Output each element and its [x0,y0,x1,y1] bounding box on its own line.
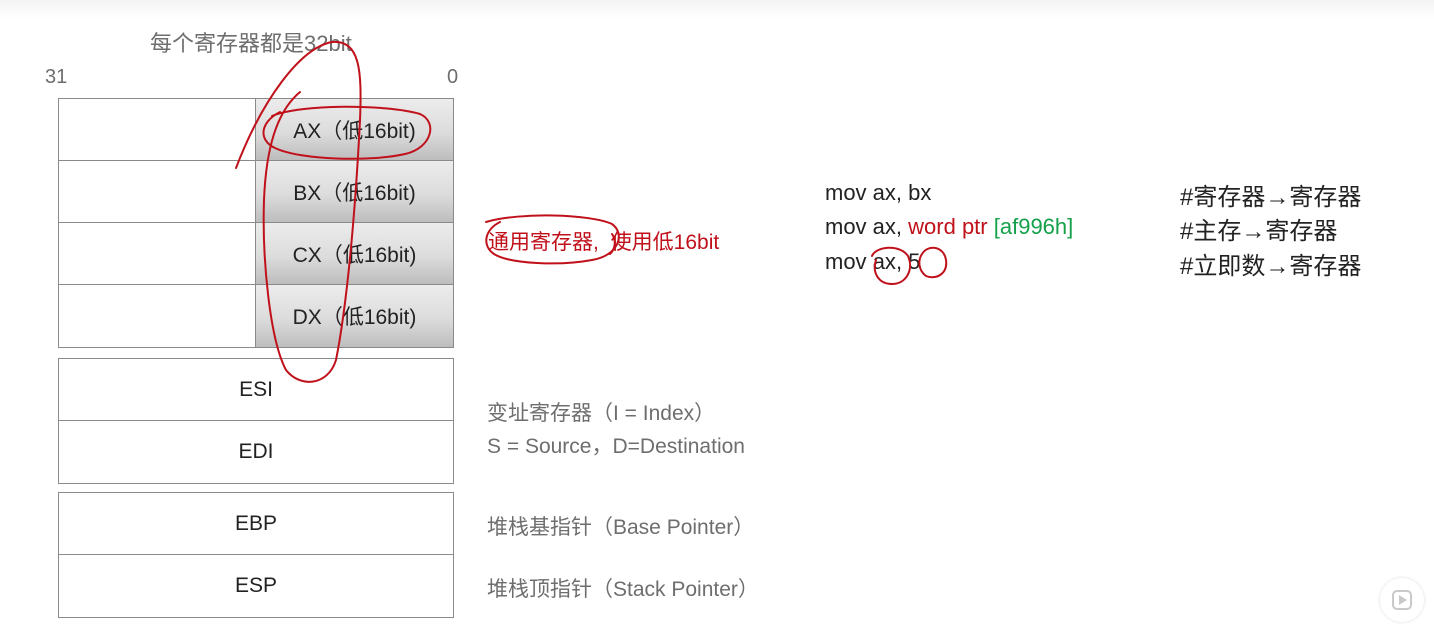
code-line-1: mov ax, bx [825,180,932,205]
register-high-half [59,223,256,284]
code-operand-2: 5 [908,249,921,274]
top-bar [0,0,1434,20]
register-row-bx: BX（低16bit) [59,161,453,223]
ebp-note: 堆栈基指针（Base Pointer） [487,516,755,539]
slide-title: 每个寄存器都是32bit [150,31,352,56]
bit-label-high: 31 [45,66,68,88]
general-register-table: AX（低16bit) BX（低16bit) CX（低16bit) DX（低16b… [58,98,454,348]
register-row-ax: AX（低16bit) [59,99,453,161]
index-register-note-line2: S = Source，D=Destination [487,435,745,458]
code-comment-1: #寄存器→寄存器 [1180,184,1362,211]
code-word-ptr: word ptr [908,214,988,239]
register-row-cx: CX（低16bit) [59,223,453,285]
ink-circle-op2 [918,246,948,279]
play-icon [1392,590,1412,610]
esp-note: 堆栈顶指针（Stack Pointer） [487,578,759,601]
index-register-note-line1: 变址寄存器（I = Index） [487,402,716,425]
register-high-half [59,161,256,222]
register-high-half [59,99,256,160]
register-ebp: EBP [59,493,453,555]
register-low-half-bx: BX（低16bit) [256,161,453,222]
register-row-dx: DX（低16bit) [59,285,453,347]
index-register-table: ESI EDI [58,358,454,484]
register-high-half [59,285,256,347]
register-esp: ESP [234,574,278,597]
general-register-label: 通用寄存器, [488,231,599,254]
code-address: [af996h] [993,214,1074,239]
code-line-3-prefix: mov [825,249,873,274]
code-comment-2: #主存→寄存器 [1180,218,1338,245]
register-esi: ESI [59,359,453,421]
code-line-2-prefix: mov ax, [825,214,909,239]
general-register-note: 通用寄存器, 使用低16bit [488,226,719,256]
code-comment-3: #立即数→寄存器 [1180,253,1362,280]
code-line-3: mov ax, 5 [825,249,920,275]
register-low-half-cx: CX（低16bit) [256,223,453,284]
register-low-half-dx: DX（低16bit) [256,285,453,347]
bit-label-low: 0 [447,66,459,88]
pointer-register-table: EBP ESP [58,492,454,618]
general-register-usage: 使用低16bit [610,231,720,254]
register-low-half-ax: AX（低16bit) [256,99,453,160]
code-line-2: mov ax, word ptr [af996h] [825,214,1073,240]
code-operand-1: ax [872,249,896,274]
register-edi: EDI [238,440,274,463]
play-button[interactable] [1380,578,1424,622]
code-separator: , [895,249,909,274]
